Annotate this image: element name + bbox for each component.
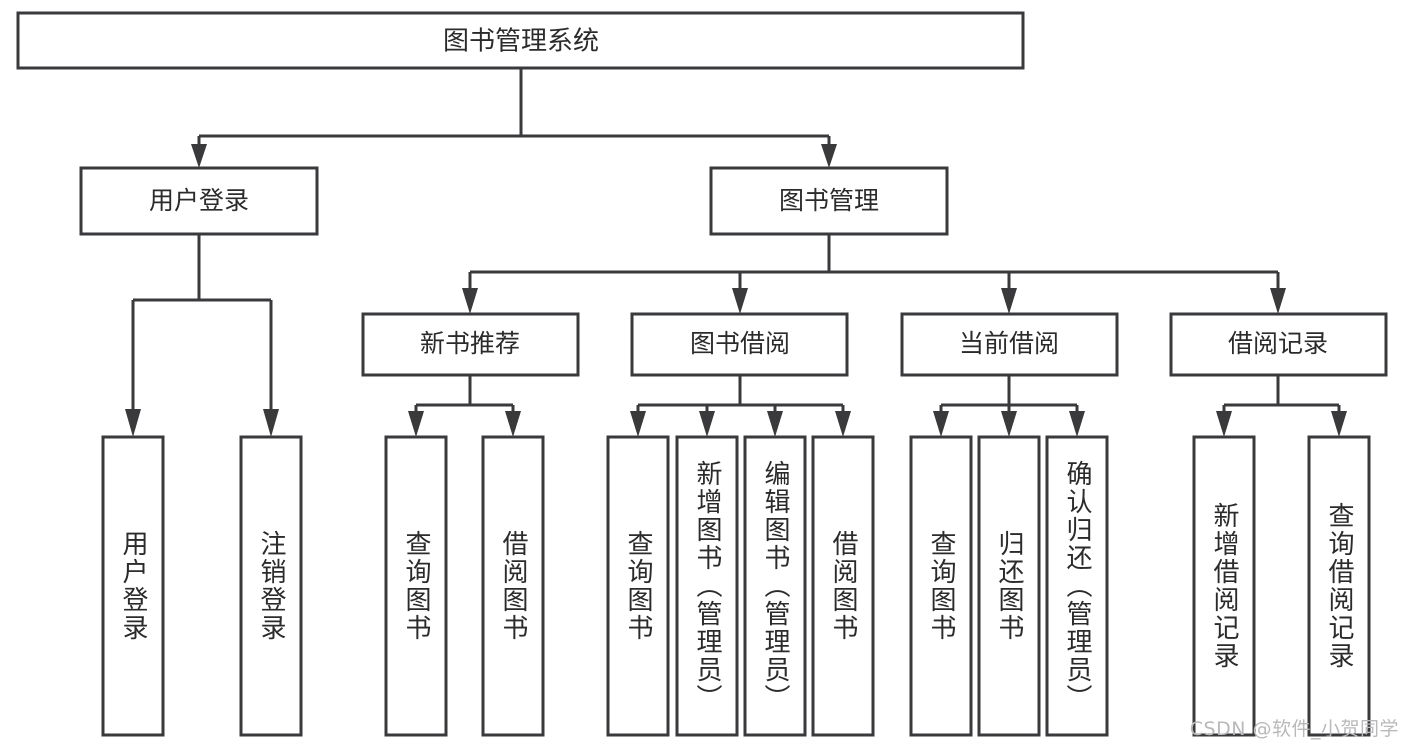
node-book-borrow-box[interactable] xyxy=(630,312,849,377)
node-root-label: 图书管理系统 xyxy=(443,27,599,57)
arrowhead-current-borrow xyxy=(1001,288,1017,314)
arrowhead-current-leaf-1 xyxy=(933,411,949,437)
arrowhead-book-borrow xyxy=(732,288,748,314)
leaf-box-current-query-book[interactable] xyxy=(909,435,973,737)
arrowhead-current-leaf-2 xyxy=(1001,411,1017,437)
leaf-box-current-return-book[interactable] xyxy=(977,435,1041,737)
node-user-login-box[interactable] xyxy=(79,166,319,236)
arrowhead-borrow-leaf-2 xyxy=(699,411,715,437)
node-current-borrow-label: 当前借阅 xyxy=(959,329,1059,358)
arrowhead-current-leaf-3 xyxy=(1069,411,1085,437)
node-borrow-record-label: 借阅记录 xyxy=(1228,329,1328,358)
node-book-borrow-label: 图书借阅 xyxy=(690,329,790,358)
node-user-login[interactable]: 用户登录 xyxy=(79,166,319,236)
node-new-book-recommend[interactable]: 新书推荐 xyxy=(361,312,580,377)
node-root[interactable]: 图书管理系统 xyxy=(16,11,1025,70)
leaf-box-borrow-borrow-book[interactable] xyxy=(811,435,875,737)
leaf-box-borrow-query-book[interactable] xyxy=(606,435,670,737)
arrowhead-book-mgmt xyxy=(821,144,837,168)
arrowhead-user-login xyxy=(191,144,207,168)
leaf-box-current-confirm-return[interactable] xyxy=(1045,435,1109,737)
node-current-borrow-box[interactable] xyxy=(900,312,1119,377)
leaf-box-record-query-record[interactable] xyxy=(1307,435,1371,737)
arrowhead-borrow-leaf-1 xyxy=(630,411,646,437)
arrowhead-record-leaf-2 xyxy=(1331,411,1347,437)
leaf-box-borrow-add-book[interactable] xyxy=(675,435,739,737)
leaf-box-layer xyxy=(101,435,1371,737)
node-book-borrow[interactable]: 图书借阅 xyxy=(630,312,849,377)
csdn-watermark: CSDN @软件_小贺同学 xyxy=(1189,718,1399,740)
arrowhead-borrow-leaf-3 xyxy=(767,411,783,437)
arrowhead-leaf-logout xyxy=(263,409,279,437)
arrowhead-recommend-leaf-1 xyxy=(408,411,424,437)
node-current-borrow[interactable]: 当前借阅 xyxy=(900,312,1119,377)
arrowhead-new-book-recommend xyxy=(462,288,478,314)
node-new-book-recommend-label: 新书推荐 xyxy=(420,329,520,358)
leaf-box-record-add-record[interactable] xyxy=(1192,435,1256,737)
leaf-box-user-login[interactable] xyxy=(101,435,165,737)
node-book-management-label: 图书管理 xyxy=(779,186,879,215)
arrowhead-borrow-leaf-4 xyxy=(835,411,851,437)
connector-layer xyxy=(125,68,1347,437)
node-root-box[interactable] xyxy=(16,11,1025,70)
arrowhead-recommend-leaf-2 xyxy=(505,411,521,437)
node-borrow-record[interactable]: 借阅记录 xyxy=(1169,312,1388,377)
arrowhead-borrow-record xyxy=(1270,288,1286,314)
node-book-management-box[interactable] xyxy=(709,166,949,236)
arrowhead-record-leaf-1 xyxy=(1216,411,1232,437)
leaf-box-logout[interactable] xyxy=(239,435,303,737)
leaf-box-recommend-borrow-book[interactable] xyxy=(481,435,545,737)
node-new-book-recommend-box[interactable] xyxy=(361,312,580,377)
node-book-management[interactable]: 图书管理 xyxy=(709,166,949,236)
leaf-box-recommend-query-book[interactable] xyxy=(384,435,448,737)
leaf-box-borrow-edit-book[interactable] xyxy=(743,435,807,737)
node-borrow-record-box[interactable] xyxy=(1169,312,1388,377)
arrowhead-leaf-user-login xyxy=(125,409,141,437)
node-user-login-label: 用户登录 xyxy=(149,186,249,215)
